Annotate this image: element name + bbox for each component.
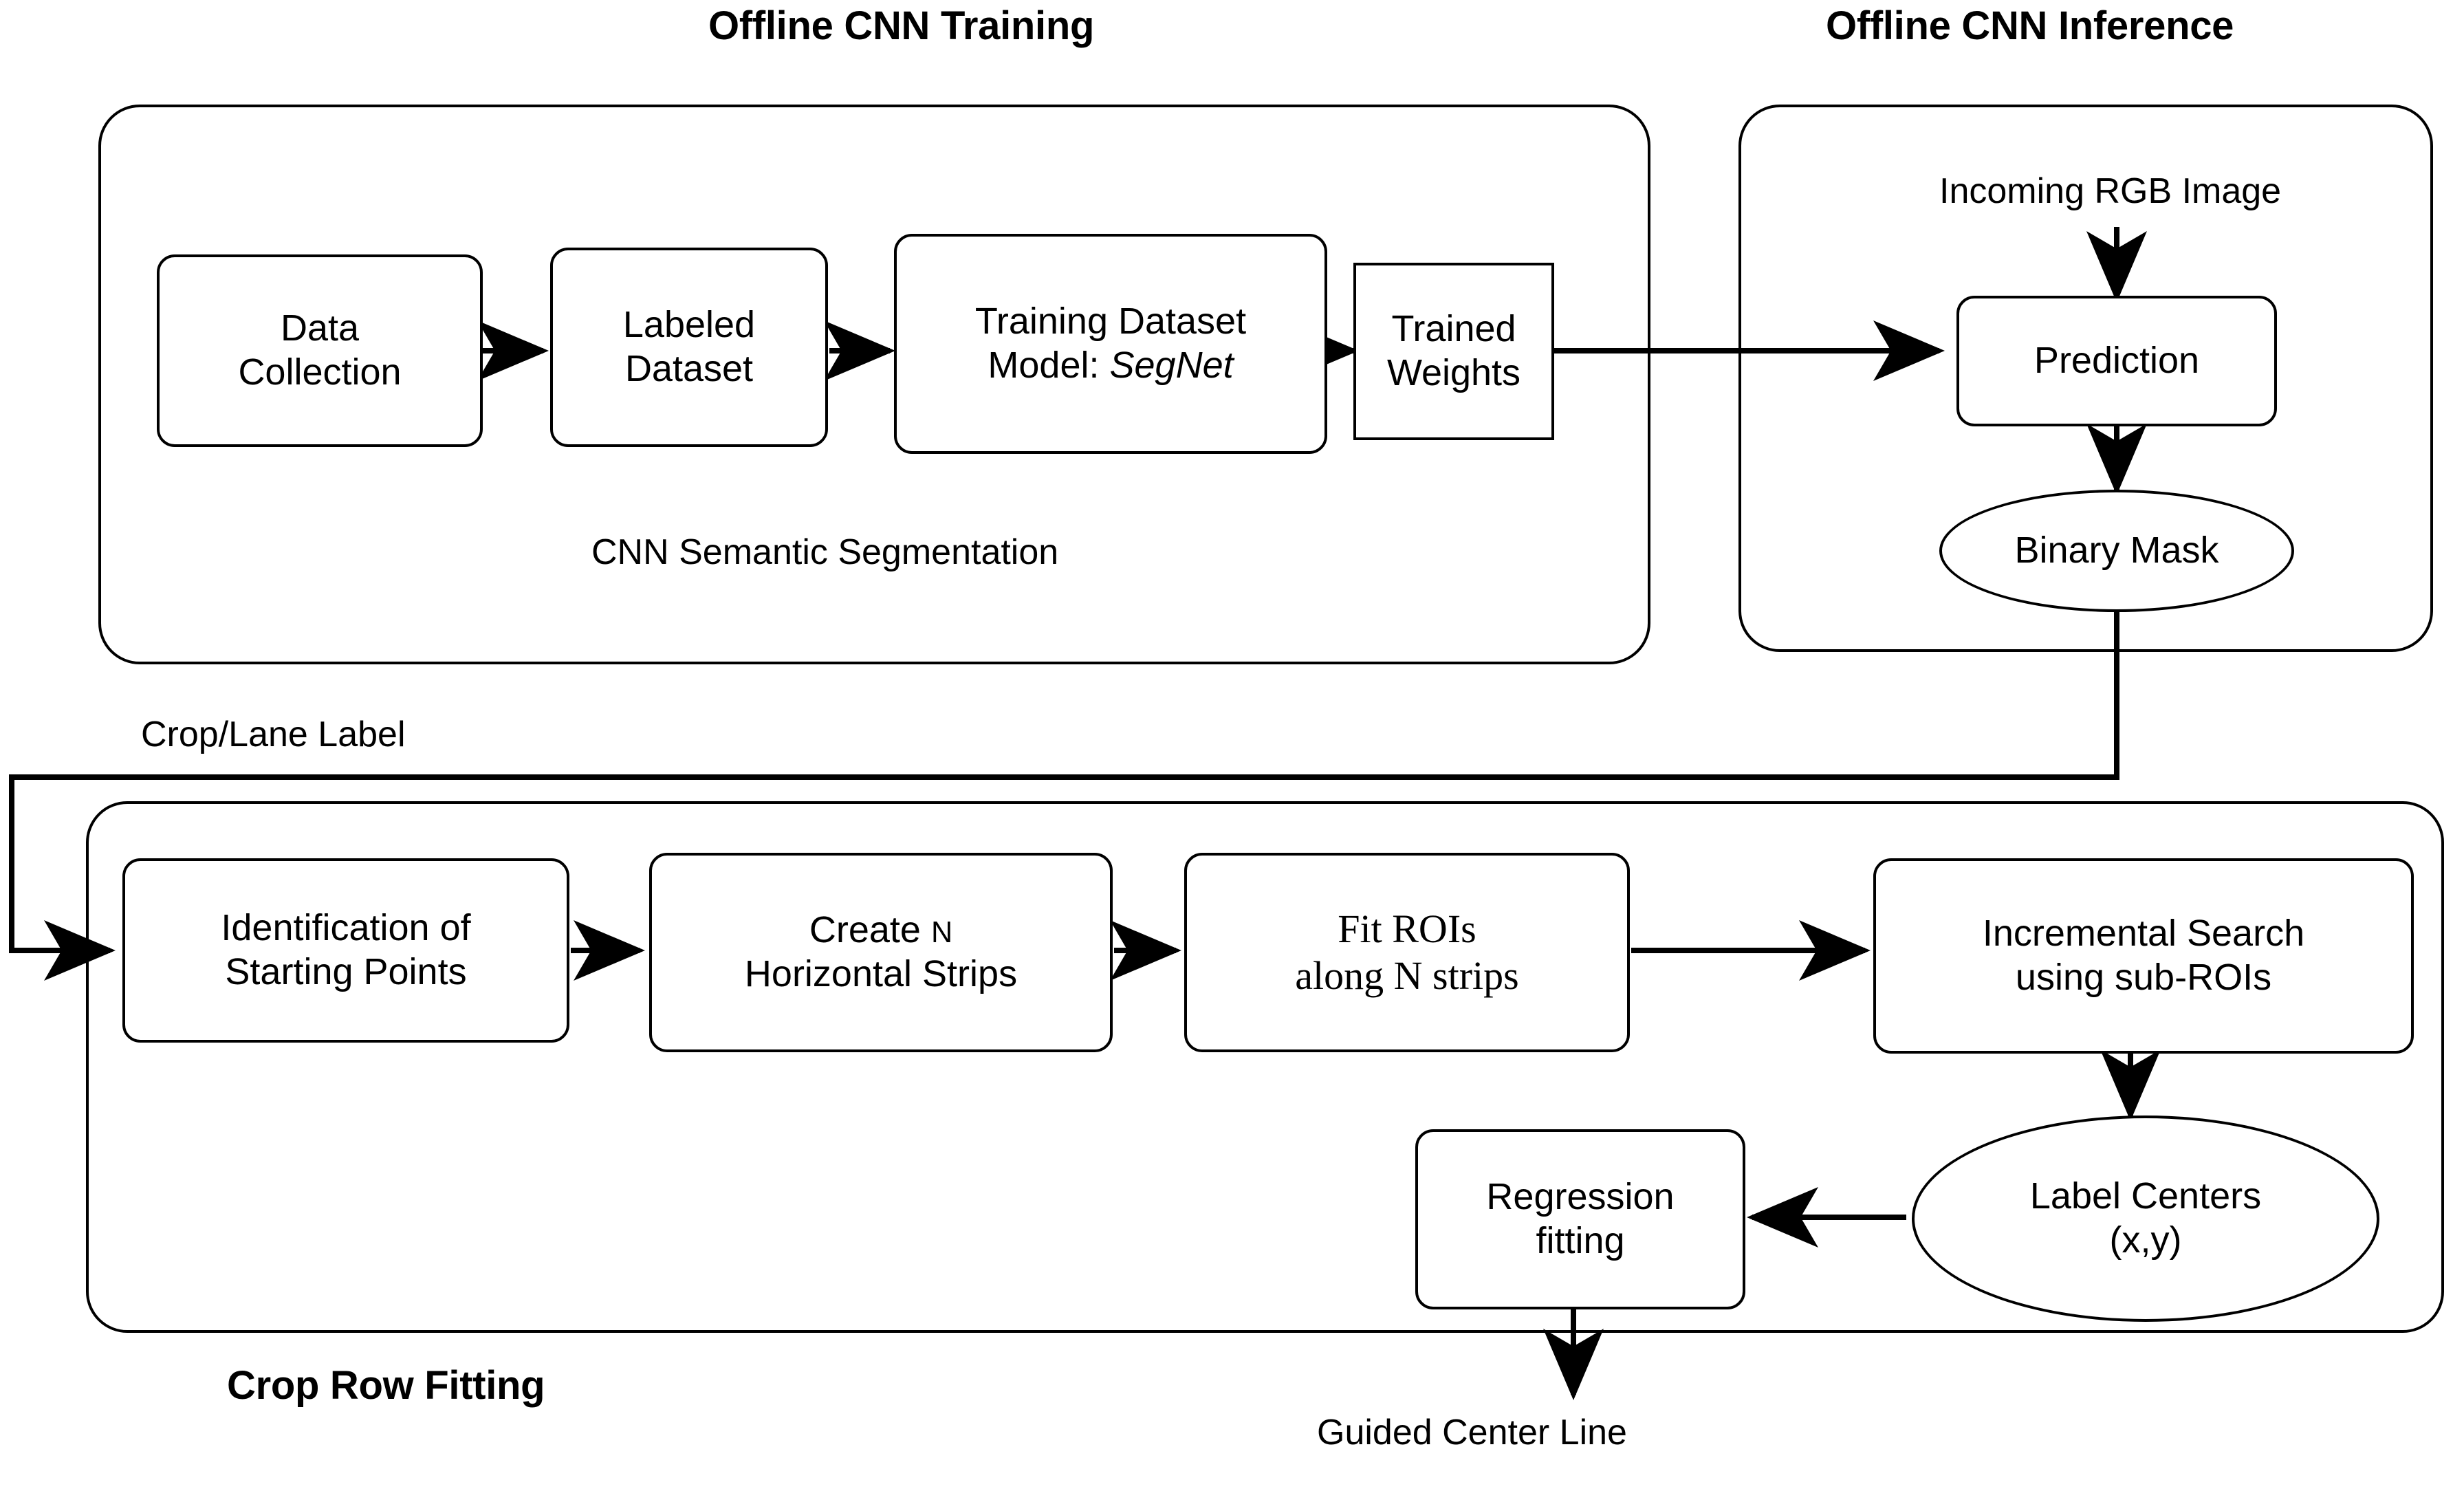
node-prediction[interactable]: Prediction (1956, 296, 2277, 426)
node-line-2: Weights (1386, 352, 1521, 393)
node-create-strips-text: Create N Horizontal Strips (659, 908, 1103, 996)
label-crop-lane: Crop/Lane Label (141, 715, 406, 754)
node-training-dataset-model[interactable]: Training Dataset Model: SegNet (894, 234, 1327, 454)
node-line-2-prefix: Model: (988, 345, 1110, 386)
title-offline-cnn-inference: Offline CNN Inference (1826, 3, 2234, 48)
node-training-dataset-text: Training Dataset Model: SegNet (904, 300, 1318, 387)
node-incremental-search[interactable]: Incremental Search using sub-ROIs (1873, 858, 2414, 1054)
node-create-horizontal-strips[interactable]: Create N Horizontal Strips (649, 853, 1113, 1052)
node-fit-rois[interactable]: Fit ROIs along N strips (1184, 853, 1630, 1052)
node-identification-starting-points[interactable]: Identification of Starting Points (122, 858, 569, 1043)
title-crop-row-fitting: Crop Row Fitting (227, 1363, 545, 1408)
node-line-1: Labeled (622, 304, 756, 346)
node-label-centers-text: Label Centers (x,y) (2030, 1175, 2261, 1262)
node-line-1-prefix: Create (809, 909, 931, 951)
node-labeled-dataset-text: Labeled Dataset (560, 303, 818, 391)
label-guided-center-line: Guided Center Line (1317, 1413, 1627, 1452)
node-binary-mask-text: Binary Mask (2014, 530, 2219, 572)
node-line-2-model-name: SegNet (1109, 345, 1234, 386)
group-crop-row-fitting (86, 801, 2444, 1333)
node-regression-fitting[interactable]: Regression fitting (1415, 1129, 1745, 1309)
node-line-1: Trained (1391, 308, 1516, 350)
node-binary-mask[interactable]: Binary Mask (1939, 490, 2294, 612)
node-line-2: Dataset (624, 348, 754, 389)
node-line-1: Fit ROIs (1338, 906, 1476, 951)
node-line-2: Collection (238, 351, 402, 393)
node-line-1: Data (280, 307, 360, 349)
node-line-1: Label Centers (2029, 1175, 2262, 1217)
node-line-2: fitting (1536, 1220, 1625, 1261)
node-line-1-count: N (930, 916, 953, 950)
node-line-2: Starting Points (225, 951, 467, 992)
node-line-2: Horizontal Strips (744, 953, 1018, 994)
node-labeled-dataset[interactable]: Labeled Dataset (550, 248, 828, 447)
node-line-2: using sub-ROIs (2015, 957, 2272, 998)
node-prediction-text: Prediction (2034, 340, 2200, 382)
node-label-centers[interactable]: Label Centers (x,y) (1912, 1115, 2379, 1322)
node-fit-rois-text: Fit ROIs along N strips (1194, 906, 1620, 1000)
node-line-1: Incremental Search (1982, 913, 2305, 955)
node-data-collection[interactable]: Data Collection (157, 254, 483, 447)
node-trained-weights[interactable]: Trained Weights (1353, 263, 1554, 440)
node-line-1: Identification of (221, 907, 471, 949)
node-regression-fitting-text: Regression fitting (1425, 1175, 1736, 1263)
node-data-collection-text: Data Collection (166, 307, 473, 394)
node-identification-text: Identification of Starting Points (132, 906, 560, 994)
node-line-1: Training Dataset (974, 301, 1247, 342)
node-line-2: (x,y) (2109, 1219, 2182, 1261)
node-trained-weights-text: Trained Weights (1363, 307, 1545, 395)
label-incoming-rgb-image: Incoming RGB Image (1939, 171, 2282, 211)
node-line-1: Regression (1486, 1176, 1675, 1218)
group-offline-cnn-training (98, 105, 1650, 664)
group-offline-cnn-inference (1738, 105, 2433, 652)
node-line-2: along N strips (1295, 953, 1519, 998)
caption-cnn-semantic-segmentation: CNN Semantic Segmentation (591, 532, 1059, 572)
title-offline-cnn-training: Offline CNN Training (708, 3, 1095, 48)
node-incremental-search-text: Incremental Search using sub-ROIs (1883, 912, 2404, 999)
